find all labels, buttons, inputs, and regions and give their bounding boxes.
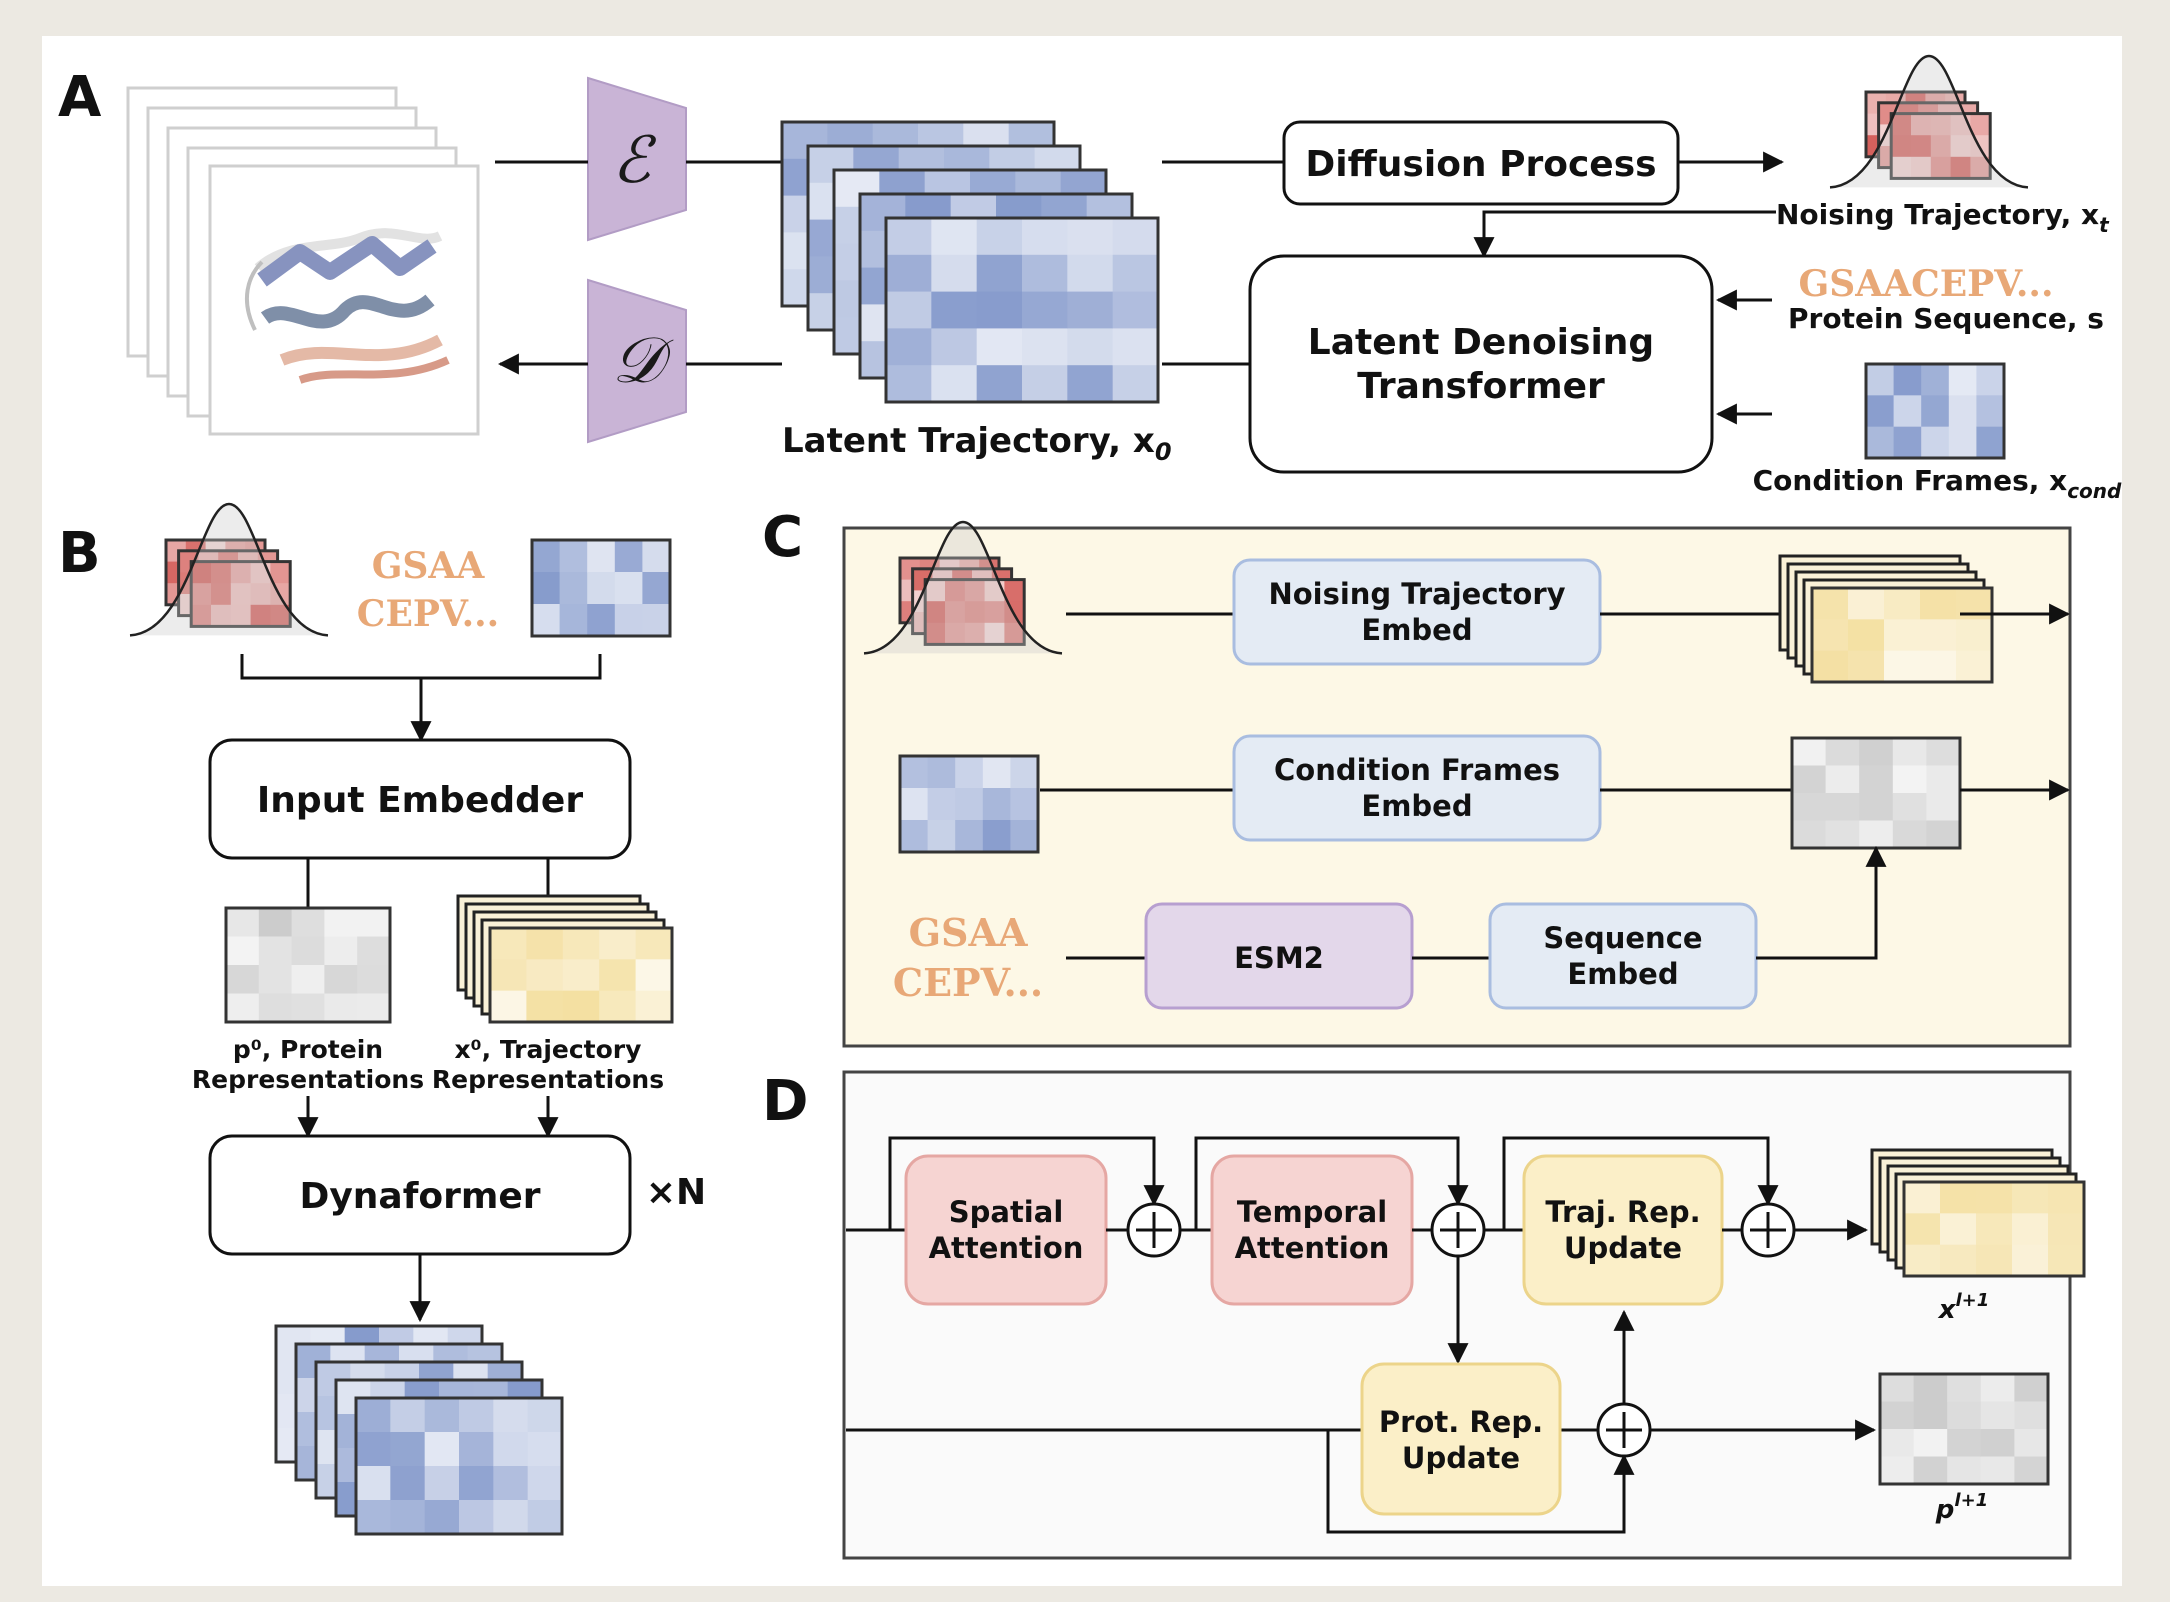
noising-trajectory-icon-c: [863, 520, 1063, 655]
prot-rep-update-box: [1360, 1362, 1562, 1516]
sequence-text-c-line1: GSAA: [909, 910, 1028, 955]
traj-update-label-line1: Traj. Rep.: [1545, 1195, 1700, 1229]
stack-frame-top: [488, 926, 674, 1024]
arrow-seq-embed-to-gray: [1756, 845, 1887, 960]
noising-embed-label-line2: Embed: [1361, 613, 1472, 647]
input-embedder-label: Input Embedder: [257, 780, 583, 821]
panel-b-label: B: [58, 521, 101, 586]
noising-trajectory-icon: [1829, 54, 2029, 189]
transformer-label-line1: Latent Denoising: [1308, 322, 1654, 363]
temporal-attention-box: [1210, 1154, 1414, 1306]
condition-frames-embed-box: [1232, 734, 1602, 842]
add-node-3: [1740, 1202, 1796, 1258]
protein-structure-frames: [126, 86, 480, 436]
trajectory-representation-stack: [456, 894, 674, 1024]
x-out-label: xl+1: [1937, 1290, 1990, 1325]
trajectory-embedding-stack: [1778, 554, 1994, 684]
condition-embed-label-line1: Condition Frames: [1274, 753, 1560, 787]
noising-trajectory-icon-b: [129, 502, 329, 637]
esm2-label: ESM2: [1234, 941, 1324, 975]
add-node-1: [1126, 1202, 1182, 1258]
protein-output-grid: [1878, 1372, 2050, 1486]
condition-frames-grid: [1864, 362, 2006, 460]
condition-frames-grid-c: [898, 754, 1040, 854]
sequence-text-c-line2: CEPV...: [893, 960, 1043, 1005]
sequence-embed-label-line1: Sequence: [1543, 921, 1702, 955]
residual-traj-update: [1502, 1136, 1779, 1230]
protein-rep-label-line1: p⁰, Protein: [233, 1035, 383, 1064]
gray-grid: [224, 906, 392, 1024]
transformer-label-line2: Transformer: [1357, 366, 1605, 407]
protein-embedding-grid: [1790, 736, 1962, 850]
arrow-noise-to-transformer: [1473, 210, 1776, 259]
prot-update-label-line2: Update: [1402, 1441, 1520, 1475]
repeat-label: ×N: [646, 1172, 706, 1213]
gaussian-curve: [129, 502, 329, 637]
stack-frame-top: [1810, 586, 1994, 684]
diffusion-process-label: Diffusion Process: [1305, 144, 1656, 185]
esm2-box: [1144, 902, 1414, 1010]
noising-embed-label-line1: Noising Trajectory: [1268, 577, 1565, 611]
gray-grid: [1790, 736, 1962, 850]
sequence-embed-box: [1488, 902, 1758, 1010]
residual-spatial: [888, 1136, 1165, 1230]
protein-representation-grid: [224, 906, 392, 1024]
latent-trajectory-stack: [780, 120, 1160, 404]
protein-ribbon-icon: [245, 228, 450, 384]
condition-grid: [1864, 362, 2006, 460]
noising-trajectory-embed-box: [1232, 558, 1602, 666]
stack-frame-4: [884, 216, 1160, 404]
noise-frame-2: [189, 560, 292, 628]
output-trajectory-stack: [274, 1324, 564, 1536]
traj-update-label-line2: Update: [1564, 1231, 1682, 1265]
sequence-text-b-line1: GSAA: [372, 545, 486, 587]
temporal-attention-label-line2: Attention: [1235, 1231, 1390, 1265]
stack-frame-top: [1902, 1180, 2086, 1278]
p-out-label: pl+1: [1935, 1490, 1988, 1525]
spatial-attention-label-line1: Spatial: [949, 1195, 1064, 1229]
gaussian-curve: [1829, 54, 2029, 189]
condition-grid: [530, 538, 672, 638]
residual-temporal: [1194, 1136, 1469, 1230]
condition-frames-label: Condition Frames, xcond: [1753, 464, 2122, 503]
stack-frame-4: [354, 1396, 564, 1536]
condition-embed-label-line2: Embed: [1361, 789, 1472, 823]
protein-sequence-text: GSAACEPV...: [1798, 263, 2053, 305]
noising-trajectory-label: Noising Trajectory, xt: [1776, 198, 2110, 237]
traj-rep-update-box: [1522, 1154, 1724, 1306]
dynaformer-label: Dynaformer: [299, 1176, 540, 1217]
latent-trajectory-label: Latent Trajectory, x0: [782, 421, 1172, 466]
condition-frames-grid-b: [530, 538, 672, 638]
temporal-attention-label-line1: Temporal: [1237, 1195, 1387, 1229]
add-node-4: [1596, 1402, 1652, 1458]
protein-rep-label-line2: Representations: [192, 1065, 424, 1094]
trajectory-output-stack: [1870, 1148, 2086, 1278]
residual-protein: [1326, 1430, 1635, 1534]
spatial-attention-box: [904, 1154, 1108, 1306]
prot-update-label-line1: Prot. Rep.: [1379, 1405, 1543, 1439]
condition-grid: [898, 754, 1040, 854]
sequence-embed-label-line2: Embed: [1567, 957, 1678, 991]
traj-rep-label-line2: Representations: [432, 1065, 664, 1094]
traj-rep-label-line1: x⁰, Trajectory: [455, 1035, 642, 1064]
protein-sequence-label: Protein Sequence, s: [1788, 302, 2104, 335]
noise-frame-2: [1889, 112, 1992, 180]
spatial-attention-label-line2: Attention: [929, 1231, 1084, 1265]
encoder-block: ℰ: [587, 76, 687, 242]
panel-c-label: C: [762, 505, 803, 570]
add-node-2: [1430, 1202, 1486, 1258]
panel-d-label: D: [762, 1069, 808, 1134]
input-embedder-box: [208, 738, 632, 860]
sequence-text-b-line2: CEPV...: [357, 593, 499, 635]
panel-a-label: A: [58, 65, 102, 130]
decoder-block: 𝒟: [587, 278, 687, 444]
gray-grid: [1878, 1372, 2050, 1486]
latent-denoising-transformer-box: [1248, 254, 1714, 474]
encoder-symbol: ℰ: [612, 124, 657, 198]
gaussian-curve: [863, 520, 1063, 655]
